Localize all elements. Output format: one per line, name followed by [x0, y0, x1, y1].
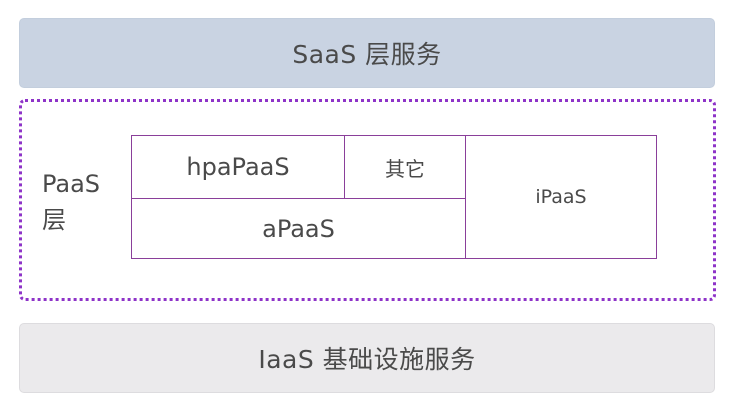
- iaas-layer-label: IaaS 基础设施服务: [258, 345, 476, 374]
- apaas-label: aPaaS: [262, 214, 335, 243]
- other-cell: 其它: [345, 136, 466, 199]
- apaas-cell: aPaaS: [132, 199, 466, 258]
- paas-components-grid: hpaPaaS 其它 aPaaS iPaaS: [131, 135, 657, 259]
- paas-layer-container: [19, 99, 716, 301]
- paas-layer-label-line1: PaaS: [42, 170, 101, 198]
- other-label: 其它: [385, 156, 425, 181]
- hpapaas-label: hpaPaaS: [186, 153, 290, 181]
- saas-layer-bar: SaaS 层服务: [19, 18, 715, 88]
- saas-layer-label: SaaS 层服务: [292, 40, 442, 69]
- ipaas-label: iPaaS: [535, 186, 587, 208]
- ipaas-cell: iPaaS: [466, 136, 656, 258]
- paas-layer-label-line2: 层: [42, 206, 66, 234]
- paas-layer-label: PaaS 层: [42, 166, 112, 238]
- iaas-layer-bar: IaaS 基础设施服务: [19, 323, 715, 393]
- hpapaas-cell: hpaPaaS: [132, 136, 345, 199]
